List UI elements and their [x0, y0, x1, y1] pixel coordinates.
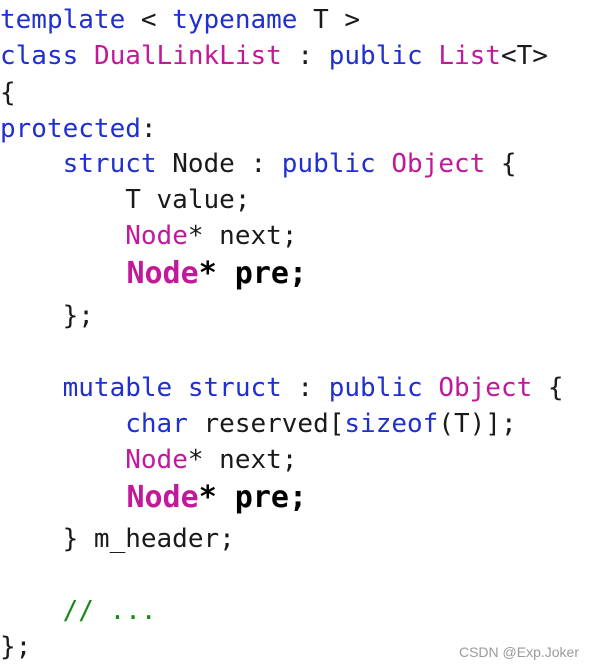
code-token: <	[125, 5, 173, 35]
code-token	[376, 149, 392, 179]
code-line: mutable struct : public Object {	[0, 370, 564, 406]
code-token: :	[281, 373, 329, 403]
code-token	[0, 409, 125, 439]
code-token: struct	[62, 149, 157, 179]
code-line: char reserved[sizeof(T)];	[0, 406, 517, 442]
code-token: Node	[126, 480, 199, 515]
code-token: char	[125, 409, 188, 439]
code-token: T value;	[0, 185, 251, 215]
code-line: {	[0, 75, 16, 111]
code-line: struct Node : public Object {	[0, 146, 517, 182]
code-token: public	[328, 41, 423, 71]
code-token: public	[328, 373, 423, 403]
code-line: Node* next;	[0, 218, 297, 254]
code-token: List	[438, 41, 501, 71]
code-token: :	[140, 114, 157, 144]
code-token: // ...	[62, 596, 157, 626]
code-token: public	[281, 149, 376, 179]
code-token: sizeof	[344, 409, 439, 439]
code-token	[172, 373, 188, 403]
code-token	[423, 373, 439, 403]
code-token: DualLinkList	[93, 41, 282, 71]
code-line: template < typename T >	[0, 2, 360, 38]
code-token: };	[0, 301, 94, 331]
code-line: class DualLinkList : public List<T>	[0, 38, 548, 74]
code-token: Object	[438, 373, 533, 403]
code-token: <T>	[500, 41, 548, 71]
code-token	[0, 256, 126, 291]
code-token: mutable	[62, 373, 173, 403]
code-token: {	[0, 78, 16, 108]
code-token	[0, 149, 63, 179]
code-token: Object	[391, 149, 486, 179]
code-token: reserved[	[187, 409, 345, 439]
code-token: :	[281, 41, 329, 71]
code-token: {	[485, 149, 517, 179]
code-token: T >	[297, 5, 361, 35]
code-token: };	[0, 632, 32, 662]
code-token	[0, 596, 63, 626]
code-token: Node	[126, 256, 199, 291]
code-token: Node :	[156, 149, 282, 179]
code-line: Node* pre;	[0, 480, 307, 516]
code-token: } m_header;	[0, 524, 235, 554]
code-token	[0, 445, 125, 475]
code-line: T value;	[0, 182, 250, 218]
code-line: };	[0, 629, 31, 665]
code-token: * next;	[187, 445, 298, 475]
code-token: {	[532, 373, 564, 403]
code-token: Node	[125, 221, 188, 251]
code-token: struct	[187, 373, 282, 403]
code-line: Node* next;	[0, 442, 297, 478]
watermark: CSDN @Exp.Joker	[458, 644, 579, 660]
code-token	[0, 373, 63, 403]
code-token	[0, 221, 125, 251]
code-token: class	[0, 41, 79, 71]
code-line: } m_header;	[0, 521, 235, 557]
code-token: Node	[125, 445, 188, 475]
code-token: protected	[0, 114, 141, 144]
code-token: (T)];	[438, 409, 517, 439]
code-token: * pre;	[198, 256, 308, 291]
code-line: Node* pre;	[0, 256, 307, 292]
code-token: * pre;	[198, 480, 308, 515]
code-token	[78, 41, 94, 71]
code-line: // ...	[0, 593, 157, 629]
code-token: template	[0, 5, 126, 35]
code-line: };	[0, 298, 94, 334]
code-token: typename	[172, 5, 298, 35]
code-line: protected:	[0, 111, 157, 147]
code-token	[0, 480, 126, 515]
code-token	[423, 41, 439, 71]
code-token: * next;	[187, 221, 298, 251]
